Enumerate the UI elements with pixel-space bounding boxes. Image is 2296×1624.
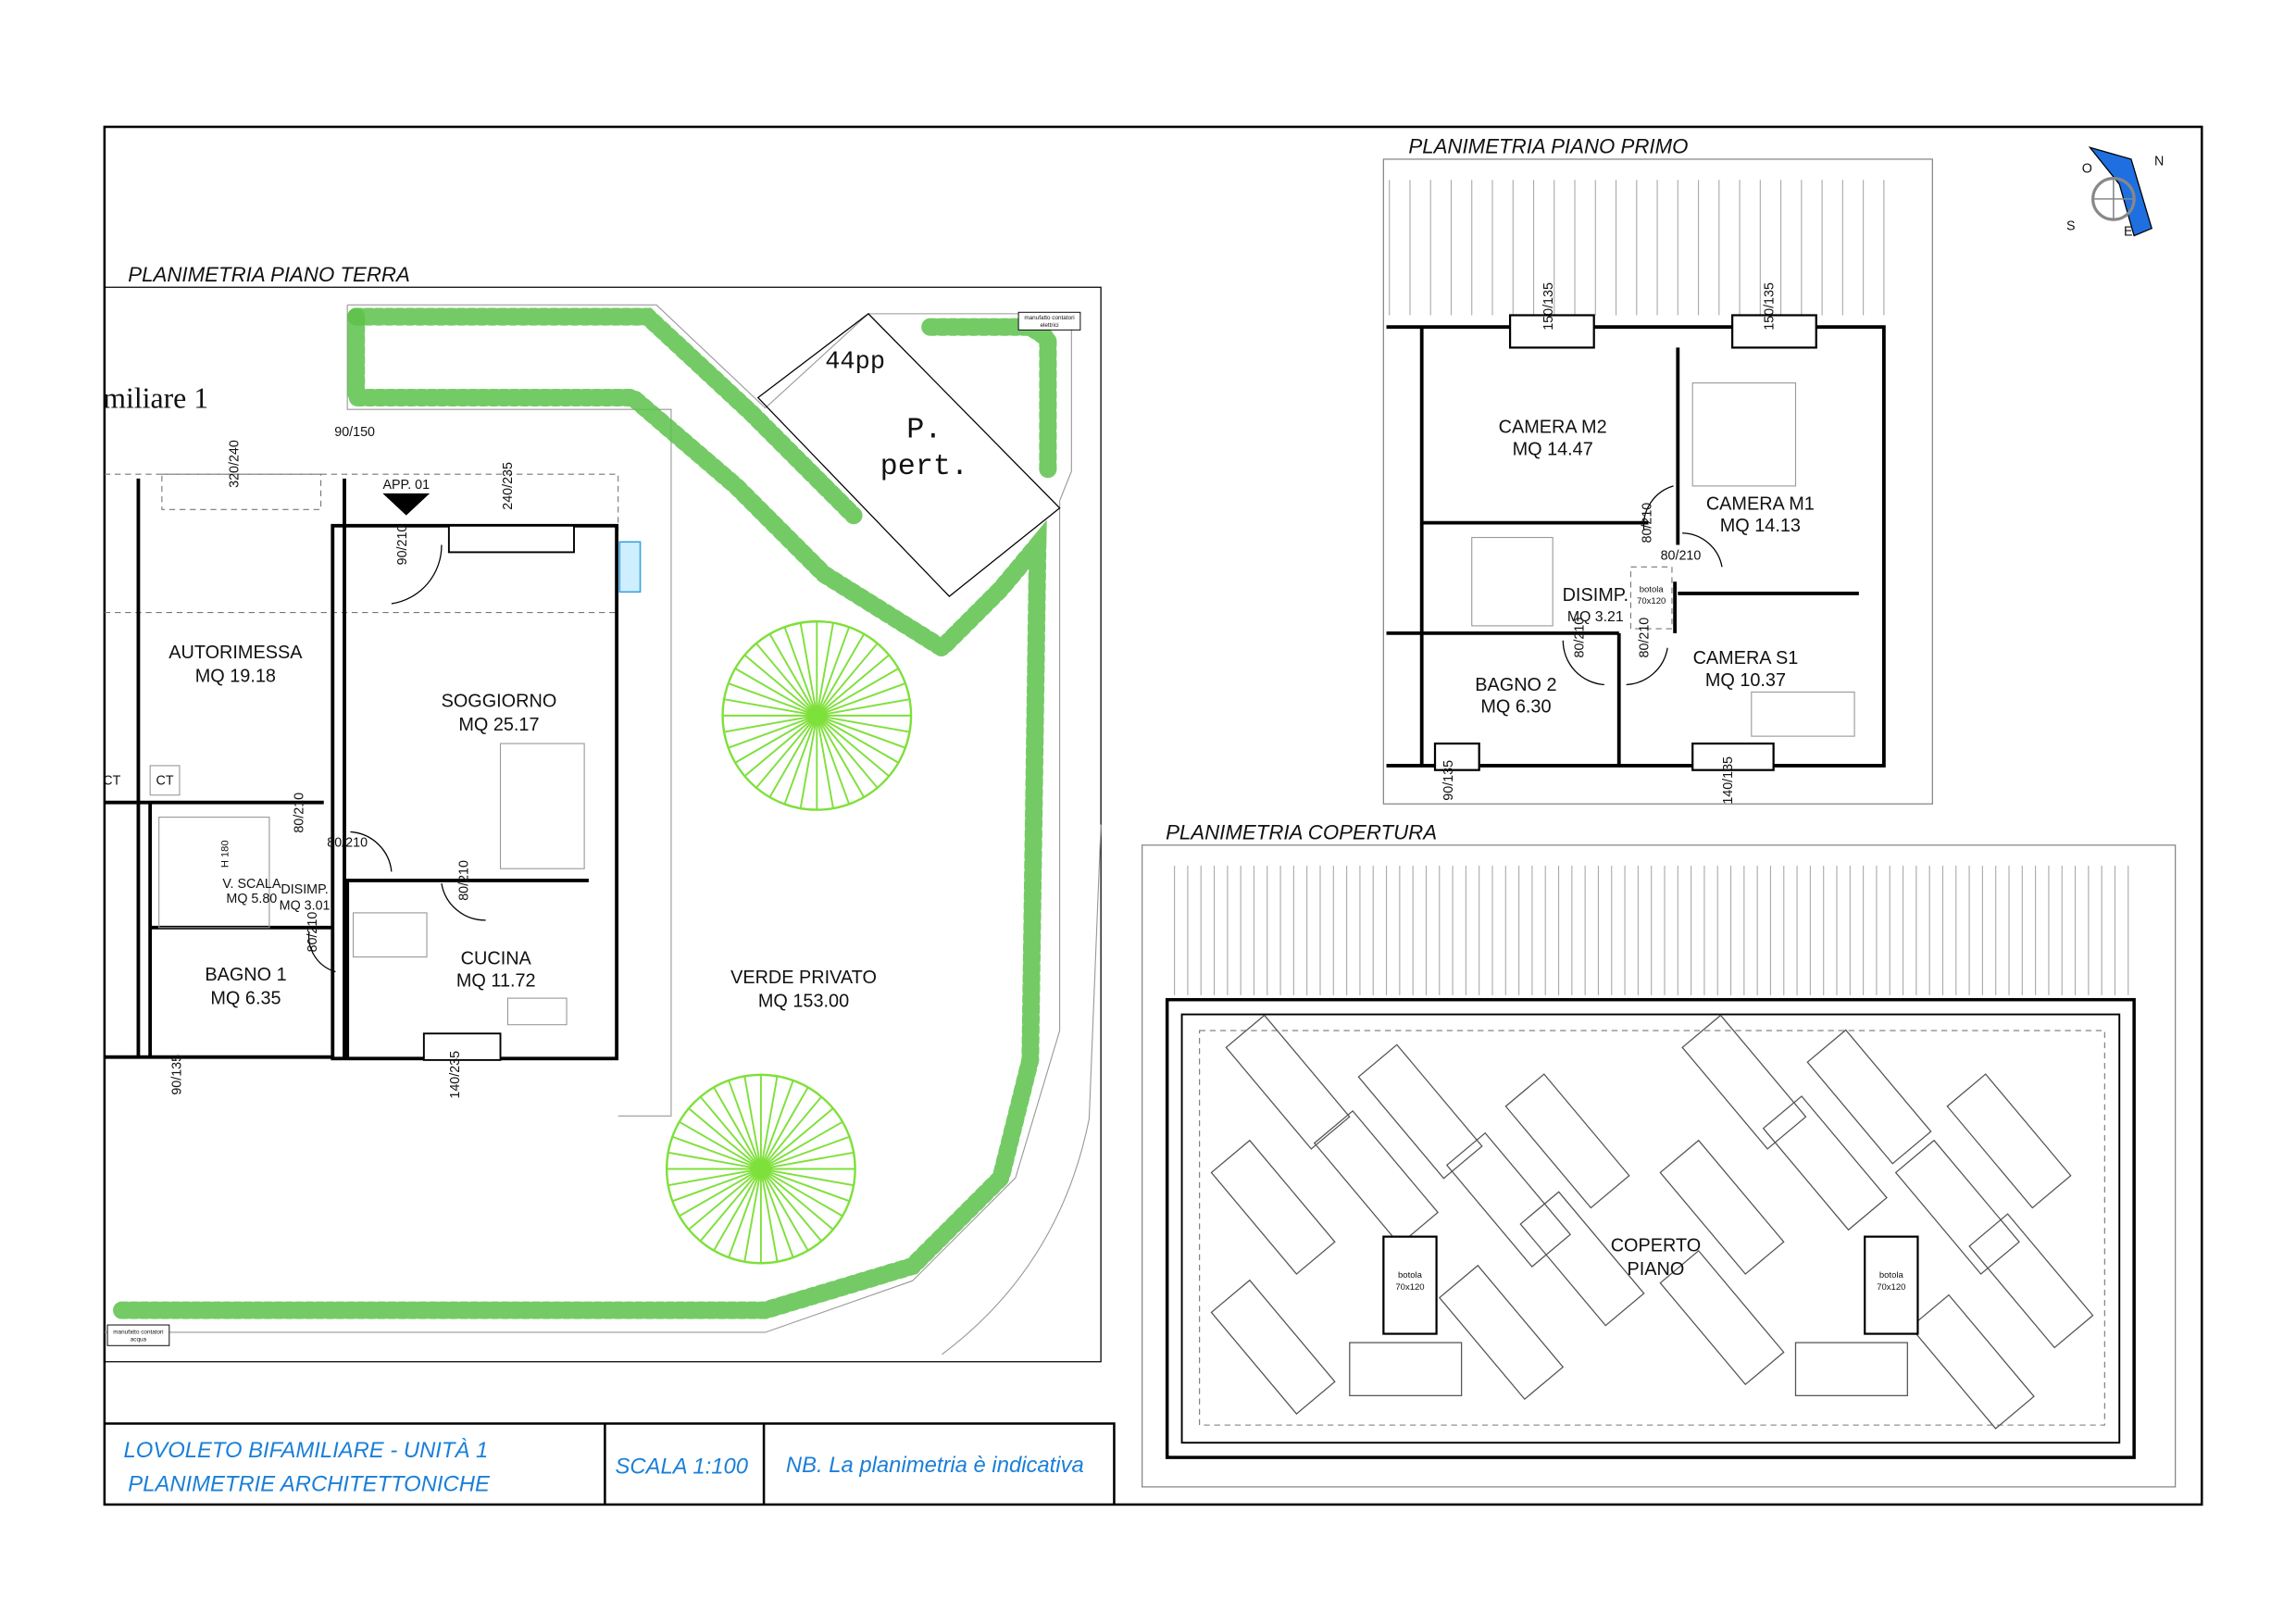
- solar-panel: [1762, 1095, 1888, 1231]
- solar-panel: [1968, 1213, 2094, 1349]
- compass-o: O: [2082, 161, 2092, 176]
- roof-plan: botola 70x120 botola 70x120 COPERTO PIAN…: [1142, 844, 2177, 1488]
- room-area-disimp: MQ 3.01: [280, 899, 331, 914]
- solar-panel: [1659, 1139, 1785, 1275]
- room-area-vscala: MQ 5.80: [226, 892, 277, 906]
- room-area-bagno2: MQ 6.30: [1480, 697, 1551, 718]
- ct-label-2: CT: [156, 774, 174, 789]
- meter-electric-label-1: manufatto contatori: [1024, 315, 1074, 321]
- meter-water-label-1: manufatto contatori: [113, 1330, 163, 1336]
- solar-panel: [1438, 1264, 1565, 1401]
- dim-door-m2: 80/210: [1641, 503, 1655, 543]
- dim-door-s1: 80/210: [1638, 618, 1653, 658]
- parking-label-1: P.: [906, 413, 942, 446]
- first-floor-plan: CAMERA M2 MQ 14.47 CAMERA M1 MQ 14.13 DI…: [1382, 158, 1933, 805]
- roof-hatch-2-label-2: 70x120: [1877, 1282, 1905, 1293]
- parking-number: 44pp: [825, 349, 885, 377]
- room-name-vscala: V. SCALA: [222, 877, 281, 892]
- compass-n: N: [2154, 154, 2164, 169]
- roof-label-1: COPERTO: [1611, 1236, 1701, 1256]
- room-area-soggiorno: MQ 25.17: [458, 715, 539, 735]
- room-name-disimp: DISIMP.: [281, 882, 328, 897]
- ct-label-1: CT: [103, 774, 120, 789]
- dim-window-s1: 140/135: [1721, 756, 1736, 805]
- meter-water-label-2: acqua: [131, 1337, 147, 1343]
- room-name-camera-m2: CAMERA M2: [1499, 418, 1607, 438]
- dim-window-m1: 150/135: [1763, 282, 1778, 331]
- room-name-verde: VERDE PRIVATO: [730, 968, 877, 988]
- room-area-cucina: MQ 11.72: [456, 970, 536, 991]
- room-name-soggiorno: SOGGIORNO: [442, 691, 557, 711]
- room-name-autorimessa: AUTORIMESSA: [168, 643, 303, 663]
- room-area-bagno1: MQ 6.35: [210, 988, 281, 1008]
- roof-label-2: PIANO: [1628, 1259, 1685, 1280]
- room-name-bagno2: BAGNO 2: [1475, 675, 1556, 695]
- room-area-camera-m2: MQ 14.47: [1513, 439, 1593, 459]
- room-area-autorimessa: MQ 19.18: [195, 666, 276, 686]
- dim-window-bagno: 90/135: [170, 1055, 185, 1095]
- room-name-cucina: CUCINA: [461, 949, 532, 969]
- dim-door-1: 80/210: [292, 793, 306, 833]
- solar-panel: [1946, 1073, 2072, 1209]
- sheet-frame: [103, 125, 2203, 1506]
- room-area-camera-s1: MQ 10.37: [1705, 670, 1786, 691]
- hatch-label-first-2: 70x120: [1637, 596, 1666, 606]
- solar-panel: [1909, 1293, 2035, 1430]
- solar-panel: [1357, 1043, 1483, 1180]
- parking-label-2: pert.: [880, 450, 968, 483]
- solar-panel: [1659, 1250, 1785, 1386]
- solar-panel: [1225, 1014, 1351, 1150]
- dim-window-soggiorno: 240/235: [501, 462, 516, 510]
- solar-panel: [1445, 1131, 1572, 1268]
- dim-window-cucina: 140/235: [448, 1051, 463, 1099]
- room-area-verde: MQ 153.00: [758, 992, 849, 1012]
- solar-panel: [1806, 1029, 1932, 1165]
- room-name-disimp-first: DISIMP.: [1563, 585, 1628, 606]
- compass-s: S: [2066, 219, 2076, 233]
- project-title: LOVOLETO BIFAMILIARE - UNITÀ 1: [124, 1438, 489, 1463]
- room-name-camera-s1: CAMERA S1: [1693, 648, 1799, 668]
- disclaimer-note: NB. La planimetria è indicativa: [786, 1453, 1084, 1478]
- dim-door-m1: 80/210: [1661, 548, 1702, 563]
- solar-panel: [1519, 1191, 1645, 1327]
- section-title-roof: PLANIMETRIA COPERTURA: [1166, 820, 1437, 843]
- roof-hatch-1-label-2: 70x120: [1395, 1282, 1424, 1293]
- dim-garage-door: 320/240: [228, 440, 243, 488]
- dim-door-2: 80/210: [327, 835, 368, 850]
- room-area-camera-m1: MQ 14.13: [1720, 516, 1801, 536]
- roof-hatch-2-label-1: botola: [1879, 1270, 1904, 1280]
- app-label: APP. 01: [382, 478, 430, 493]
- dim-door-app: 90/210: [395, 525, 410, 566]
- dim-door-entry: 90/150: [334, 425, 375, 440]
- scale-label: SCALA 1:100: [616, 1455, 749, 1480]
- dim-door-4: 80/210: [306, 912, 320, 953]
- solar-panel: [1210, 1279, 1336, 1415]
- compass-rose: N O S E: [2066, 146, 2164, 240]
- room-area-disimp-first: MQ 3.21: [1567, 609, 1624, 625]
- room-name-bagno1: BAGNO 1: [205, 965, 286, 985]
- dim-window-bagno2: 90/135: [1441, 760, 1456, 801]
- solar-panel: [1681, 1014, 1807, 1150]
- title-block: LOVOLETO BIFAMILIARE - UNITÀ 1 PLANIMETR…: [104, 1422, 1116, 1505]
- tree-1: [721, 619, 913, 811]
- dim-door-3: 80/210: [457, 860, 472, 901]
- room-name-camera-m1: CAMERA M1: [1706, 493, 1815, 514]
- unit-label: miliare 1: [103, 382, 208, 415]
- compass-e: E: [2124, 225, 2133, 240]
- dim-window-m2: 150/135: [1541, 282, 1556, 331]
- solar-panel: [1313, 1109, 1439, 1246]
- meter-electric-label-2: elettrici: [1040, 322, 1058, 329]
- hatch-label-first-1: botola: [1640, 584, 1665, 594]
- solar-panel: [1894, 1139, 2020, 1275]
- section-title-ground: PLANIMETRIA PIANO TERRA: [128, 263, 410, 286]
- dim-door-bagno2: 80/210: [1573, 618, 1588, 658]
- section-title-first: PLANIMETRIA PIANO PRIMO: [1408, 135, 1688, 158]
- stair-height: H 180: [219, 840, 231, 868]
- ground-floor-plan: miliare 1 44pp P. pert. manufatto contat…: [103, 286, 1102, 1363]
- solar-panel: [1504, 1073, 1630, 1209]
- roof-hatch-1-label-1: botola: [1398, 1270, 1423, 1280]
- project-subtitle: PLANIMETRIE ARCHITETTONICHE: [128, 1472, 491, 1497]
- tree-2: [665, 1073, 856, 1265]
- solar-panel: [1210, 1139, 1336, 1275]
